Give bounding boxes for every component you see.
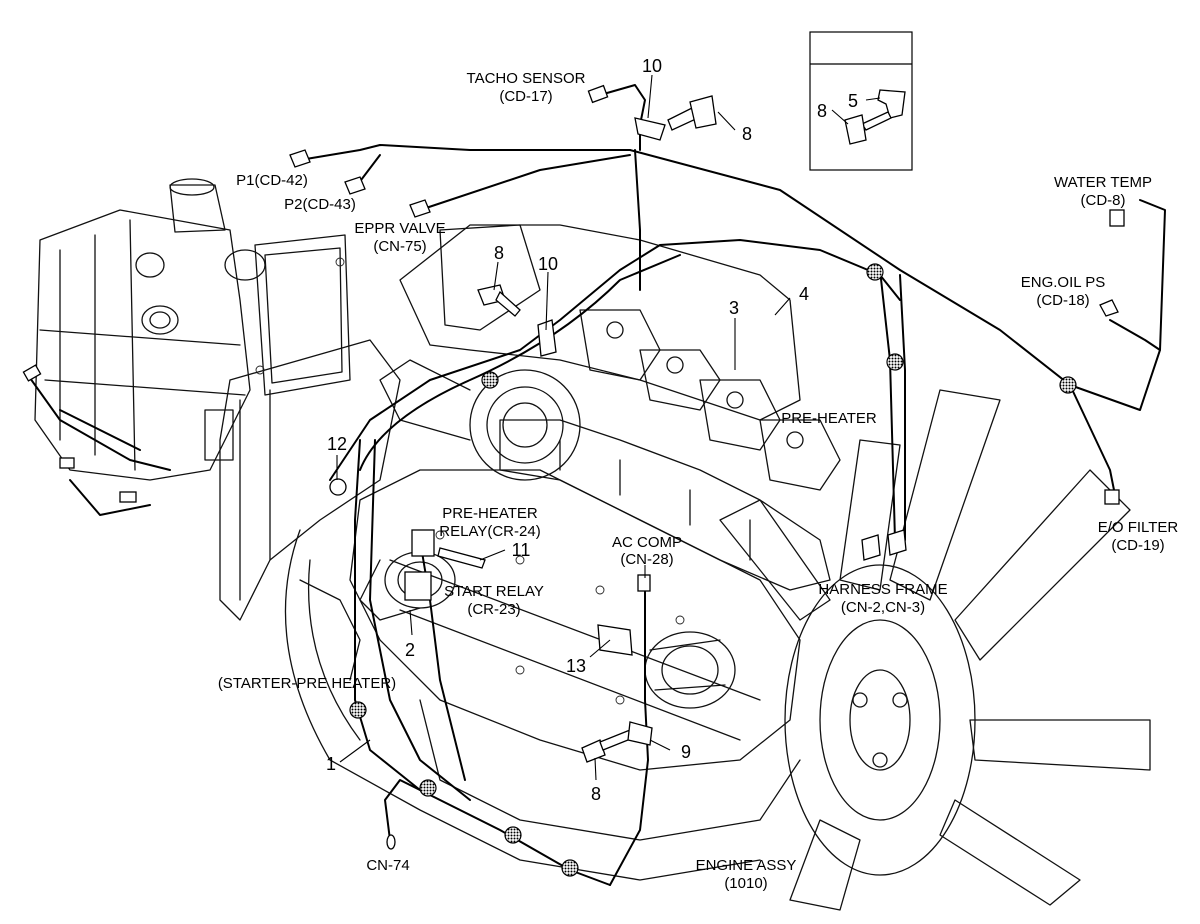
start-relay-label: START RELAY xyxy=(444,583,544,600)
harness-frame-code: (CN-2,CN-3) xyxy=(841,599,925,616)
eo-filter-label: E/O FILTER xyxy=(1098,519,1179,536)
callout-11: 11 xyxy=(512,540,531,560)
p1-label: P1(CD-42) xyxy=(236,172,308,189)
callout-8-inset: 8 xyxy=(817,101,827,121)
callout-4: 4 xyxy=(799,284,809,304)
engine-assy-label: ENGINE ASSY xyxy=(696,857,797,874)
callout-13: 13 xyxy=(566,656,586,676)
connectors-and-bolts xyxy=(22,84,1125,850)
callout-10-top: 10 xyxy=(642,56,662,76)
callout-12: 12 xyxy=(327,434,347,454)
callout-9: 9 xyxy=(681,742,691,762)
eppr-valve-label: EPPR VALVE xyxy=(354,220,445,237)
pre-heater-relay-label: PRE-HEATER xyxy=(442,505,538,522)
eng-oil-ps-label: ENG.OIL PS xyxy=(1021,274,1105,291)
tacho-sensor-code: (CD-17) xyxy=(499,88,552,105)
harness-frame-label: HARNESS FRAME xyxy=(818,581,947,598)
cooling-fan xyxy=(719,389,1151,911)
water-temp-code: (CD-8) xyxy=(1081,192,1126,209)
callout-8-top: 8 xyxy=(742,124,752,144)
start-relay-code: (CR-23) xyxy=(467,601,520,618)
detail-inset xyxy=(809,31,913,171)
text-labels: TACHO SENSOR (CD-17) P1(CD-42) P2(CD-43)… xyxy=(218,70,1179,892)
ac-comp-code: (CN-28) xyxy=(620,551,673,568)
pre-heater-label: PRE-HEATER xyxy=(781,410,877,427)
callout-numbers: 10 8 5 8 8 10 3 4 12 11 2 13 1 9 8 xyxy=(326,56,858,804)
callout-2: 2 xyxy=(405,640,415,660)
ac-comp-label: AC COMP xyxy=(612,534,682,551)
cn74-label: CN-74 xyxy=(366,857,409,874)
eo-filter-code: (CD-19) xyxy=(1111,537,1164,554)
callout-5-inset: 5 xyxy=(848,91,858,111)
callout-8-mid: 8 xyxy=(494,243,504,263)
starter-pre-heater-label: (STARTER-PRE HEATER) xyxy=(218,675,396,692)
callout-8-bottom: 8 xyxy=(591,784,601,804)
eppr-valve-code: (CN-75) xyxy=(373,238,426,255)
callout-10-mid: 10 xyxy=(538,254,558,274)
pre-heater-relay-code: RELAY(CR-24) xyxy=(439,523,540,540)
p2-label: P2(CD-43) xyxy=(284,196,356,213)
wire-harness xyxy=(29,84,1166,886)
water-temp-label: WATER TEMP xyxy=(1054,174,1152,191)
callout-3: 3 xyxy=(729,298,739,318)
harness-clamps xyxy=(349,39,1077,877)
callout-leaders xyxy=(336,74,791,781)
tacho-sensor-label: TACHO SENSOR xyxy=(467,70,586,87)
engine-assy-code: (1010) xyxy=(724,875,767,892)
callout-1: 1 xyxy=(326,754,336,774)
eng-oil-ps-code: (CD-18) xyxy=(1036,292,1089,309)
